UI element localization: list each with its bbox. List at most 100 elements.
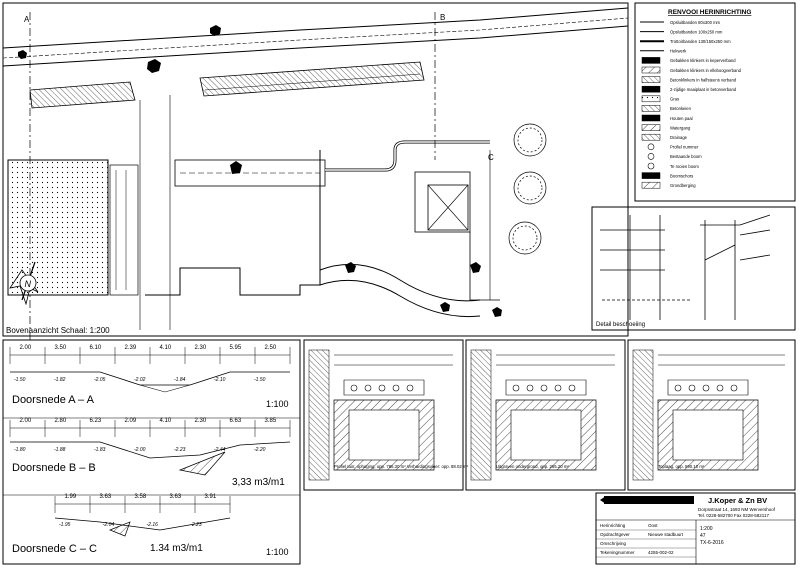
legend-symbol [641,114,661,122]
parking-bays [29,61,425,109]
legend-item-label: Houten paal [670,116,693,121]
legend-item-label: Drainage [670,135,688,140]
level-label: -2.10 [214,377,226,383]
dimension-label: 3.85 [265,418,277,424]
dimension-label: 3.58 [135,494,147,500]
legend-item-label: Gebakken klinkers in keperverband [670,58,736,63]
level-label: -2.00 [134,447,146,453]
legend-symbol [641,66,661,74]
dimension-label: 2.09 [125,418,137,424]
plan-caption: Bovenaanzicht Schaal: 1:200 [6,326,110,335]
dimension-label: 3.91 [205,494,217,500]
section-marker-a: A [24,15,30,24]
company-name: J.Koper & Zn BV [708,496,767,505]
legend-item-label: Bestaande boom [670,154,702,159]
phase-plan-3: Toplaag, opp. 590.10 m² [627,339,796,491]
dimension-label: 1.99 [65,494,77,500]
dimension-label: 6.10 [90,345,102,351]
level-label: -2.02 [134,377,146,383]
level-label: -2.23 [174,447,186,453]
dimension-label: 2.50 [265,345,277,351]
section-a-title: Doorsnede A – A [12,394,95,406]
section-marker-b: B [440,13,445,22]
dimension-label: 2.00 [20,345,32,351]
detail-caption: Detail beschoeiing [596,322,645,328]
title-sheet: 47 [700,533,706,539]
level-label: -1.95 [59,522,71,528]
dimension-label: 4.10 [160,345,172,351]
legend-item-label: Watergang [670,125,691,130]
legend-item-label: Te rooien boom [670,164,699,169]
legend-symbol [641,172,661,179]
section-b-volume: 3,33 m3/m1 [232,477,285,488]
dimension-label: 5.95 [230,345,242,351]
north-label: N [25,279,32,289]
phase-plans: Profiel tuin: ophoging, opp. 786.30 m² V… [303,339,796,491]
phase-plan-label: Profiel tuin: ophoging, opp. 786.30 m² V… [334,464,469,469]
legend-item-label: Trottoirbanden 130/150x250 mm [670,39,731,44]
title-block: J.Koper & Zn BV Dorpsstraat 14, 1693 NM … [595,492,796,565]
dimension-label: 6.63 [230,418,242,424]
legend-item-label: Betonkeien [670,106,692,111]
level-label: -1.50 [14,377,26,383]
level-label: -1.83 [94,447,106,453]
level-label: -1.84 [174,377,186,383]
phase-plan-label: Uitgraven ondergrond, opp. 265.20 m² [496,464,569,469]
title-field-label: Tekeningnummer [600,550,635,555]
dimension-label: 2.00 [20,418,32,424]
section-a-scale: 1:100 [266,399,289,409]
legend-panel: RENVOOI HERINRICHTING Opsluitbanden 80x3… [634,2,796,202]
legend-symbol [647,143,655,151]
company-address: Dorpsstraat 14, 1693 NM Wervershoof [698,507,776,512]
dimension-label: 3.63 [170,494,182,500]
dimension-label: 4.10 [160,418,172,424]
title-date: TX-6-2016 [700,540,724,546]
legend-symbol [641,133,661,141]
legend-item-label: Gebakken klinkers in elleboogverband [670,68,742,73]
phase-plan-label: Toplaag, opp. 590.10 m² [658,464,705,469]
existing-trees [508,123,547,255]
level-label: -1.50 [254,377,266,383]
legend-item-label: Opsluitbanden 80x300 mm [670,20,721,25]
legend-item-label: Hekwerk [670,49,687,54]
legend-symbol [647,162,655,170]
legend-symbol [641,124,661,131]
level-label: -1.80 [14,447,26,453]
legend-item-label: Grondberging [670,183,696,188]
legend-item-label: Profiel nummer [670,145,699,150]
level-label: -2.05 [94,377,106,383]
section-c-scale: 1:100 [266,547,289,557]
shed-building [414,150,500,301]
title-field-label: Herinrichting [600,523,626,528]
level-label: -2.23 [190,522,202,528]
section-marker-c: C [488,153,494,162]
title-field-value: Nieuwe stadbuurt [648,532,684,537]
legend-symbol [641,85,661,93]
dimension-label: 2.39 [125,345,137,351]
legend-symbol [641,57,661,64]
section-c-title: Doorsnede C – C [12,543,97,555]
title-field-label: Omschrijving [600,541,627,546]
level-label: -1.82 [54,377,66,383]
phase-plan-1: Profiel tuin: ophoging, opp. 786.30 m² V… [303,339,469,491]
legend-symbol [641,181,661,189]
legend-symbol [647,153,655,160]
level-label: -2.04 [103,522,115,528]
level-label: -2.16 [147,522,159,528]
legend-item-label: 2-zijdige maaiplaat in betonverband [670,87,737,92]
dimension-label: 3.63 [100,494,112,500]
dimension-label: 2.30 [195,345,207,351]
legend-symbol [641,76,661,83]
section-c: Doorsnede C – C 1.34 m3/m1 1:100 1.99 3.6… [12,494,289,557]
section-c-volume: 1.34 m3/m1 [150,543,203,554]
level-label: -2.44 [214,447,226,453]
legend-item-label: Boomschors [670,173,693,178]
north-arrow-icon: N [9,261,39,306]
legend-item-label: Gras [670,97,679,102]
title-scale: 1:200 [700,526,713,532]
level-label: -2.20 [254,447,266,453]
legend-title: RENVOOI HERINRICHTING [668,9,751,16]
